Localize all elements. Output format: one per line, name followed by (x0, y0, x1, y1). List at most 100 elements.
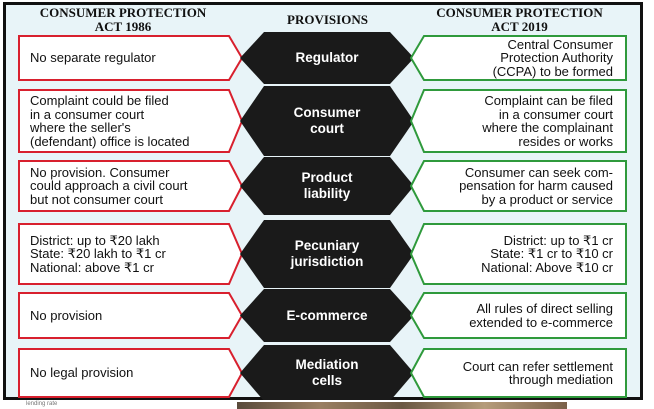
act-1986-cell-outline (18, 348, 243, 398)
act-2019-text: Consumer can seek com-pensation for harm… (459, 166, 613, 207)
header-act-2019-line2: ACT 2019 (491, 19, 548, 34)
act-1986-cell-outline (18, 89, 243, 153)
provision-line: liability (303, 186, 351, 201)
act-1986-line: Complaint could be filed (30, 93, 169, 108)
footer-fragment: lending rate (26, 401, 58, 407)
act-1986-text: No legal provision (30, 366, 133, 380)
provision-line: jurisdiction (290, 254, 364, 269)
act-1986-line: No legal provision (30, 365, 134, 381)
act-2019-line: by a product or service (481, 191, 613, 207)
header-provisions: PROVISIONS (240, 13, 415, 27)
header-act-1986: CONSUMER PROTECTION ACT 1986 (18, 6, 228, 34)
act-2019-line: Protection Authority (500, 50, 613, 66)
act-2019-line: pensation for harm caused (459, 178, 613, 194)
act-1986-cell-outline (18, 223, 243, 285)
header-act-1986-line1: CONSUMER PROTECTION (39, 5, 207, 20)
act-2019-cell-outline (410, 35, 627, 81)
act-1986-cell: No legal provision (18, 348, 243, 398)
act-2019-line: through mediation (508, 372, 613, 387)
provision-hexagon (240, 345, 414, 401)
act-1986-cell-outline (18, 292, 243, 339)
act-2019-line: State: ₹1 cr to ₹10 cr (490, 246, 613, 262)
act-1986-cell-outline (18, 35, 243, 81)
act-2019-line: where the complainant (482, 120, 613, 135)
provision-line: cells (311, 373, 343, 388)
provision-badge: Regulator (240, 32, 414, 84)
act-2019-line: in a consumer court (498, 106, 613, 122)
act-2019-cell-outline (410, 89, 627, 153)
provision-hexagon (240, 32, 414, 84)
act-1986-cell-outline (18, 160, 243, 212)
act-1986-cell: No separate regulator (18, 35, 243, 81)
header-act-2019: CONSUMER PROTECTION ACT 2019 (412, 6, 627, 34)
act-2019-cell-outline (410, 223, 627, 285)
act-2019-line: All rules of direct selling (476, 301, 613, 316)
act-2019-line: District: up to ₹1 cr (503, 232, 613, 248)
act-2019-cell-outline (410, 292, 627, 339)
act-1986-line: National: above ₹1 cr (30, 259, 154, 275)
header-act-2019-line1: CONSUMER PROTECTION (436, 5, 603, 20)
provision-hexagon (240, 157, 414, 215)
provision-text: Regulator (240, 50, 414, 66)
act-1986-line: No provision. Consumer (30, 164, 170, 180)
provision-line: court (310, 121, 344, 136)
act-1986-line: District: up to ₹20 lakh (30, 232, 160, 248)
photo-fragment (237, 402, 567, 409)
act-2019-cell-outline (410, 348, 627, 398)
act-1986-line: where the seller's (30, 120, 131, 135)
act-2019-line: National: Above ₹10 cr (481, 259, 613, 275)
provision-line: Mediation (295, 357, 359, 372)
provision-line: Pecuniary (294, 238, 360, 253)
provision-line: Regulator (295, 50, 359, 65)
act-2019-line: Consumer can seek com- (464, 164, 613, 180)
act-2019-cell: Consumer can seek com-pensation for harm… (410, 160, 627, 212)
act-1986-line: in a consumer court (30, 106, 145, 122)
provision-text: E-commerce (240, 308, 414, 324)
act-2019-line: (CCPA) to be formed (492, 63, 613, 79)
header-act-1986-line2: ACT 1986 (94, 19, 152, 34)
act-2019-line: Central Consumer (507, 36, 614, 52)
act-2019-cell-outline (410, 160, 627, 212)
provision-line: E-commerce (286, 307, 368, 323)
provision-hexagon (240, 289, 414, 342)
act-1986-text: No provision (30, 309, 102, 323)
act-1986-text: No separate regulator (30, 51, 156, 65)
provision-line: Product (301, 170, 353, 185)
act-2019-line: Complaint can be filed (484, 93, 613, 108)
act-1986-line: (defendant) office is located (30, 133, 190, 149)
act-1986-line: but not consumer court (30, 191, 163, 207)
provision-hexagon (240, 220, 414, 288)
provision-hexagon (240, 86, 414, 156)
provision-line: Consumer (293, 105, 361, 120)
act-2019-line: Court can refer settlement (462, 358, 613, 374)
act-2019-line: resides or works (518, 133, 613, 149)
act-1986-line: No separate regulator (30, 50, 156, 66)
act-1986-cell: No provision (18, 292, 243, 339)
header-provisions-label: PROVISIONS (287, 12, 368, 27)
act-1986-line: could approach a civil court (30, 178, 188, 194)
